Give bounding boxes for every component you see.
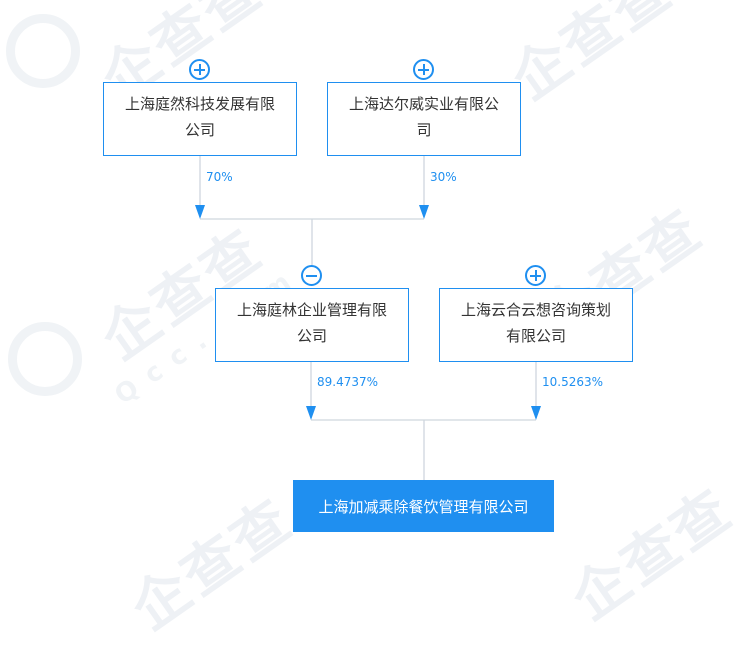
share-percent: 89.4737%: [317, 375, 379, 389]
arrow-down-icon: [531, 406, 541, 420]
arrow-down-icon: [195, 205, 205, 219]
arrow-down-icon: [419, 205, 429, 219]
expand-icon[interactable]: [525, 265, 546, 286]
node-label-line: 上海庭林企业管理有限: [236, 301, 387, 319]
share-percent: 30%: [430, 170, 457, 184]
share-percent: 70%: [206, 170, 233, 184]
shareholder-node[interactable]: 上海庭然科技发展有限 公司: [103, 82, 297, 156]
node-label-line: 司: [416, 121, 432, 139]
target-company-label: 上海加减乘除餐饮管理有限公司: [318, 498, 529, 516]
collapse-icon[interactable]: [301, 265, 322, 286]
node-label-line: 上海达尔威实业有限公: [348, 95, 499, 113]
expand-icon[interactable]: [189, 59, 210, 80]
node-label-line: 上海庭然科技发展有限: [124, 95, 275, 113]
node-label-line: 上海云合云想咨询策划: [460, 301, 611, 319]
shareholder-node[interactable]: 上海庭林企业管理有限 公司: [215, 288, 409, 362]
shareholder-node[interactable]: 上海达尔威实业有限公 司: [327, 82, 521, 156]
node-label-line: 公司: [296, 327, 327, 345]
node-label-line: 有限公司: [505, 327, 566, 345]
share-percent: 10.5263%: [542, 375, 604, 389]
target-company-node[interactable]: 上海加减乘除餐饮管理有限公司: [293, 480, 554, 532]
shareholder-node[interactable]: 上海云合云想咨询策划 有限公司: [439, 288, 633, 362]
connector-lines: [195, 156, 541, 480]
arrow-down-icon: [306, 406, 316, 420]
node-label-line: 公司: [184, 121, 215, 139]
expand-icon[interactable]: [413, 59, 434, 80]
